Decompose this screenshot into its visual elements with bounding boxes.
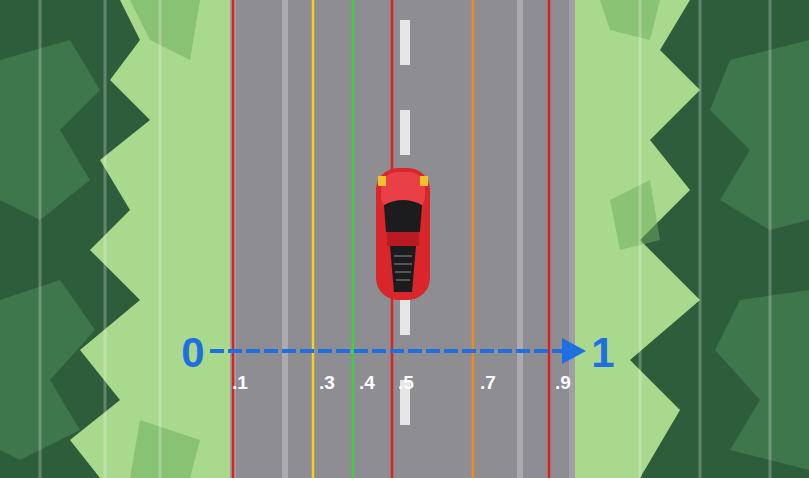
tick-label: .9 bbox=[555, 373, 571, 392]
tick-label: .7 bbox=[480, 373, 496, 392]
axis-end-label: 0 bbox=[181, 332, 204, 374]
tick-label: .1 bbox=[232, 373, 248, 392]
tick-label: .4 bbox=[359, 373, 375, 392]
tick-label: .5 bbox=[398, 373, 414, 392]
tick-label: .3 bbox=[319, 373, 335, 392]
axis-end-label: 1 bbox=[591, 332, 614, 374]
